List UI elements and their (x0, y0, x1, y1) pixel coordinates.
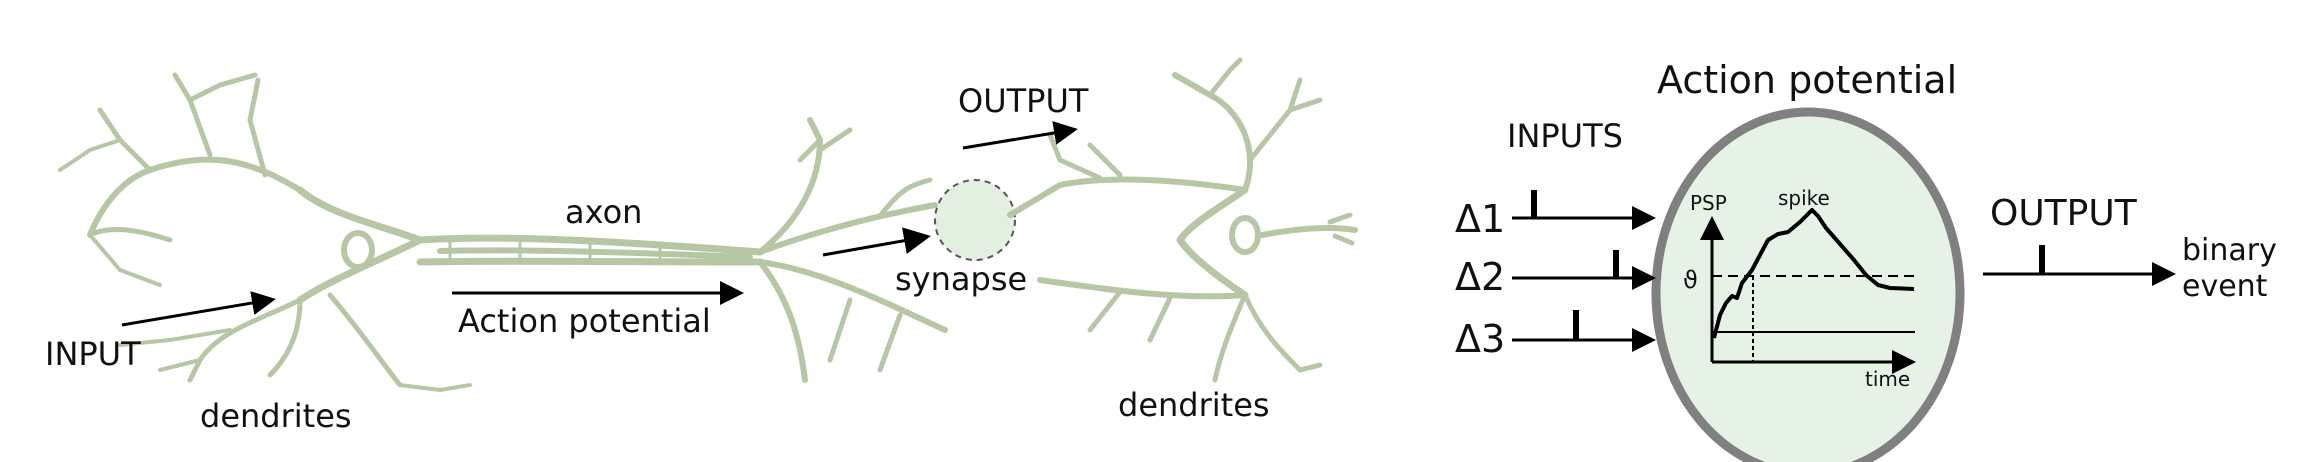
neuron-right (1007, 57, 1358, 383)
psp-label: PSP (1690, 191, 1727, 215)
input-delta-3-label: Δ3 (1455, 317, 1505, 361)
psp-plot: PSP spike ϑ time (1683, 186, 1918, 391)
synapse-label: synapse (895, 260, 1027, 298)
event-label: event (2182, 269, 2268, 304)
neuron-body-circle (1651, 107, 1965, 462)
binary-label: binary (2182, 233, 2277, 268)
dendrites-right-label: dendrites (1118, 386, 1270, 424)
synapse-arrow (822, 227, 931, 257)
input-delta-2: Δ2 (1455, 250, 1656, 299)
action-potential-label: Action potential (458, 302, 711, 340)
axon-label: axon (565, 193, 642, 231)
input-label: INPUT (45, 335, 141, 373)
output-label-model: OUTPUT (1990, 193, 2138, 234)
threshold-label: ϑ (1683, 266, 1698, 294)
neuron-left (58, 72, 948, 392)
input-delta-1-label: Δ1 (1455, 197, 1505, 241)
output-label-neuron: OUTPUT (958, 82, 1089, 120)
psp-trace (1712, 208, 1915, 339)
spike-label: spike (1778, 186, 1830, 210)
model-title: Action potential (1657, 58, 1957, 102)
output-arrow (962, 121, 1078, 150)
input-delta-2-label: Δ2 (1455, 255, 1505, 299)
input-arrow (121, 291, 276, 327)
input-delta-3: Δ3 (1455, 310, 1656, 361)
input-delta-1: Δ1 (1455, 190, 1656, 241)
time-label: time (1865, 367, 1910, 391)
dendrites-left-label: dendrites (200, 397, 352, 435)
synapse-circle (934, 179, 1016, 261)
inputs-label: INPUTS (1507, 117, 1623, 155)
